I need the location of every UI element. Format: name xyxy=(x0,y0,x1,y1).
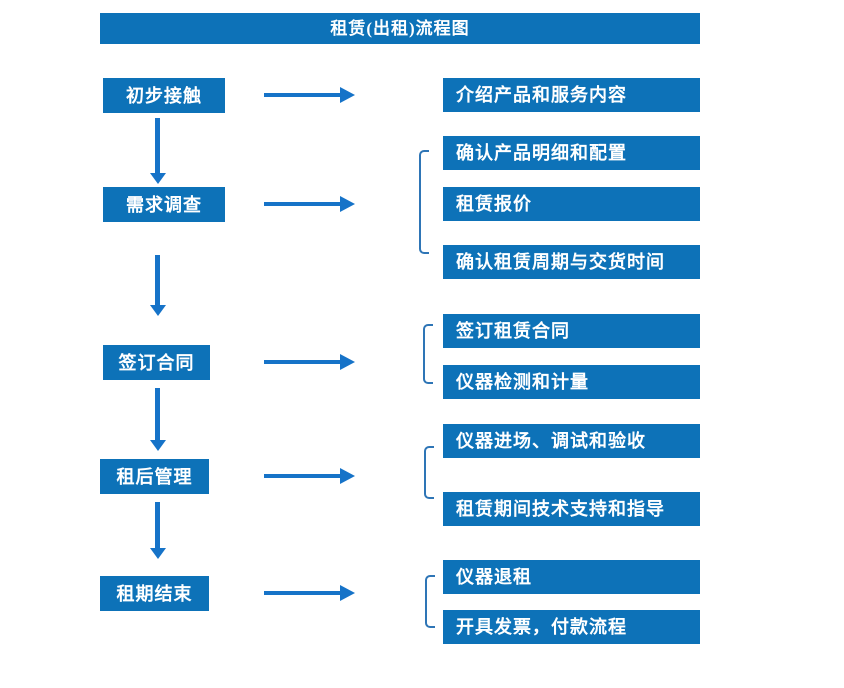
detail-box-rental-quotation: 租赁报价 xyxy=(443,187,700,221)
down-arrow-3 xyxy=(155,388,160,440)
detail-box-instrument-testing-measurement: 仪器检测和计量 xyxy=(443,365,700,399)
bracket-group-2 xyxy=(419,150,429,254)
bracket-group-4 xyxy=(424,446,434,499)
step-box-sign-contract: 签订合同 xyxy=(103,345,210,380)
detail-box-introduce-products-services: 介绍产品和服务内容 xyxy=(443,78,700,112)
detail-box-technical-support-guidance: 租赁期间技术支持和指导 xyxy=(443,492,700,526)
step-box-initial-contact: 初步接触 xyxy=(103,78,225,113)
detail-box-confirm-rental-period-delivery: 确认租赁周期与交货时间 xyxy=(443,245,700,279)
right-arrow-2 xyxy=(264,202,340,206)
bracket-group-5 xyxy=(425,575,435,628)
detail-box-sign-rental-contract: 签订租赁合同 xyxy=(443,314,700,348)
down-arrow-1 xyxy=(155,118,160,173)
right-arrow-3 xyxy=(264,360,340,364)
detail-box-instrument-return: 仪器退租 xyxy=(443,560,700,594)
right-arrow-1 xyxy=(264,93,340,97)
detail-box-instrument-setup-acceptance: 仪器进场、调试和验收 xyxy=(443,424,700,458)
bracket-group-3 xyxy=(423,324,433,384)
detail-box-confirm-product-details: 确认产品明细和配置 xyxy=(443,136,700,170)
flowchart-title: 租赁(出租)流程图 xyxy=(100,13,700,44)
step-box-demand-survey: 需求调查 xyxy=(103,187,225,222)
detail-box-invoice-payment-process: 开具发票，付款流程 xyxy=(443,610,700,644)
down-arrow-4 xyxy=(155,502,160,548)
down-arrow-2 xyxy=(155,255,160,305)
right-arrow-5 xyxy=(264,591,340,595)
step-box-post-rental-management: 租后管理 xyxy=(100,459,209,494)
step-box-rental-end: 租期结束 xyxy=(100,576,209,611)
right-arrow-4 xyxy=(264,474,340,478)
